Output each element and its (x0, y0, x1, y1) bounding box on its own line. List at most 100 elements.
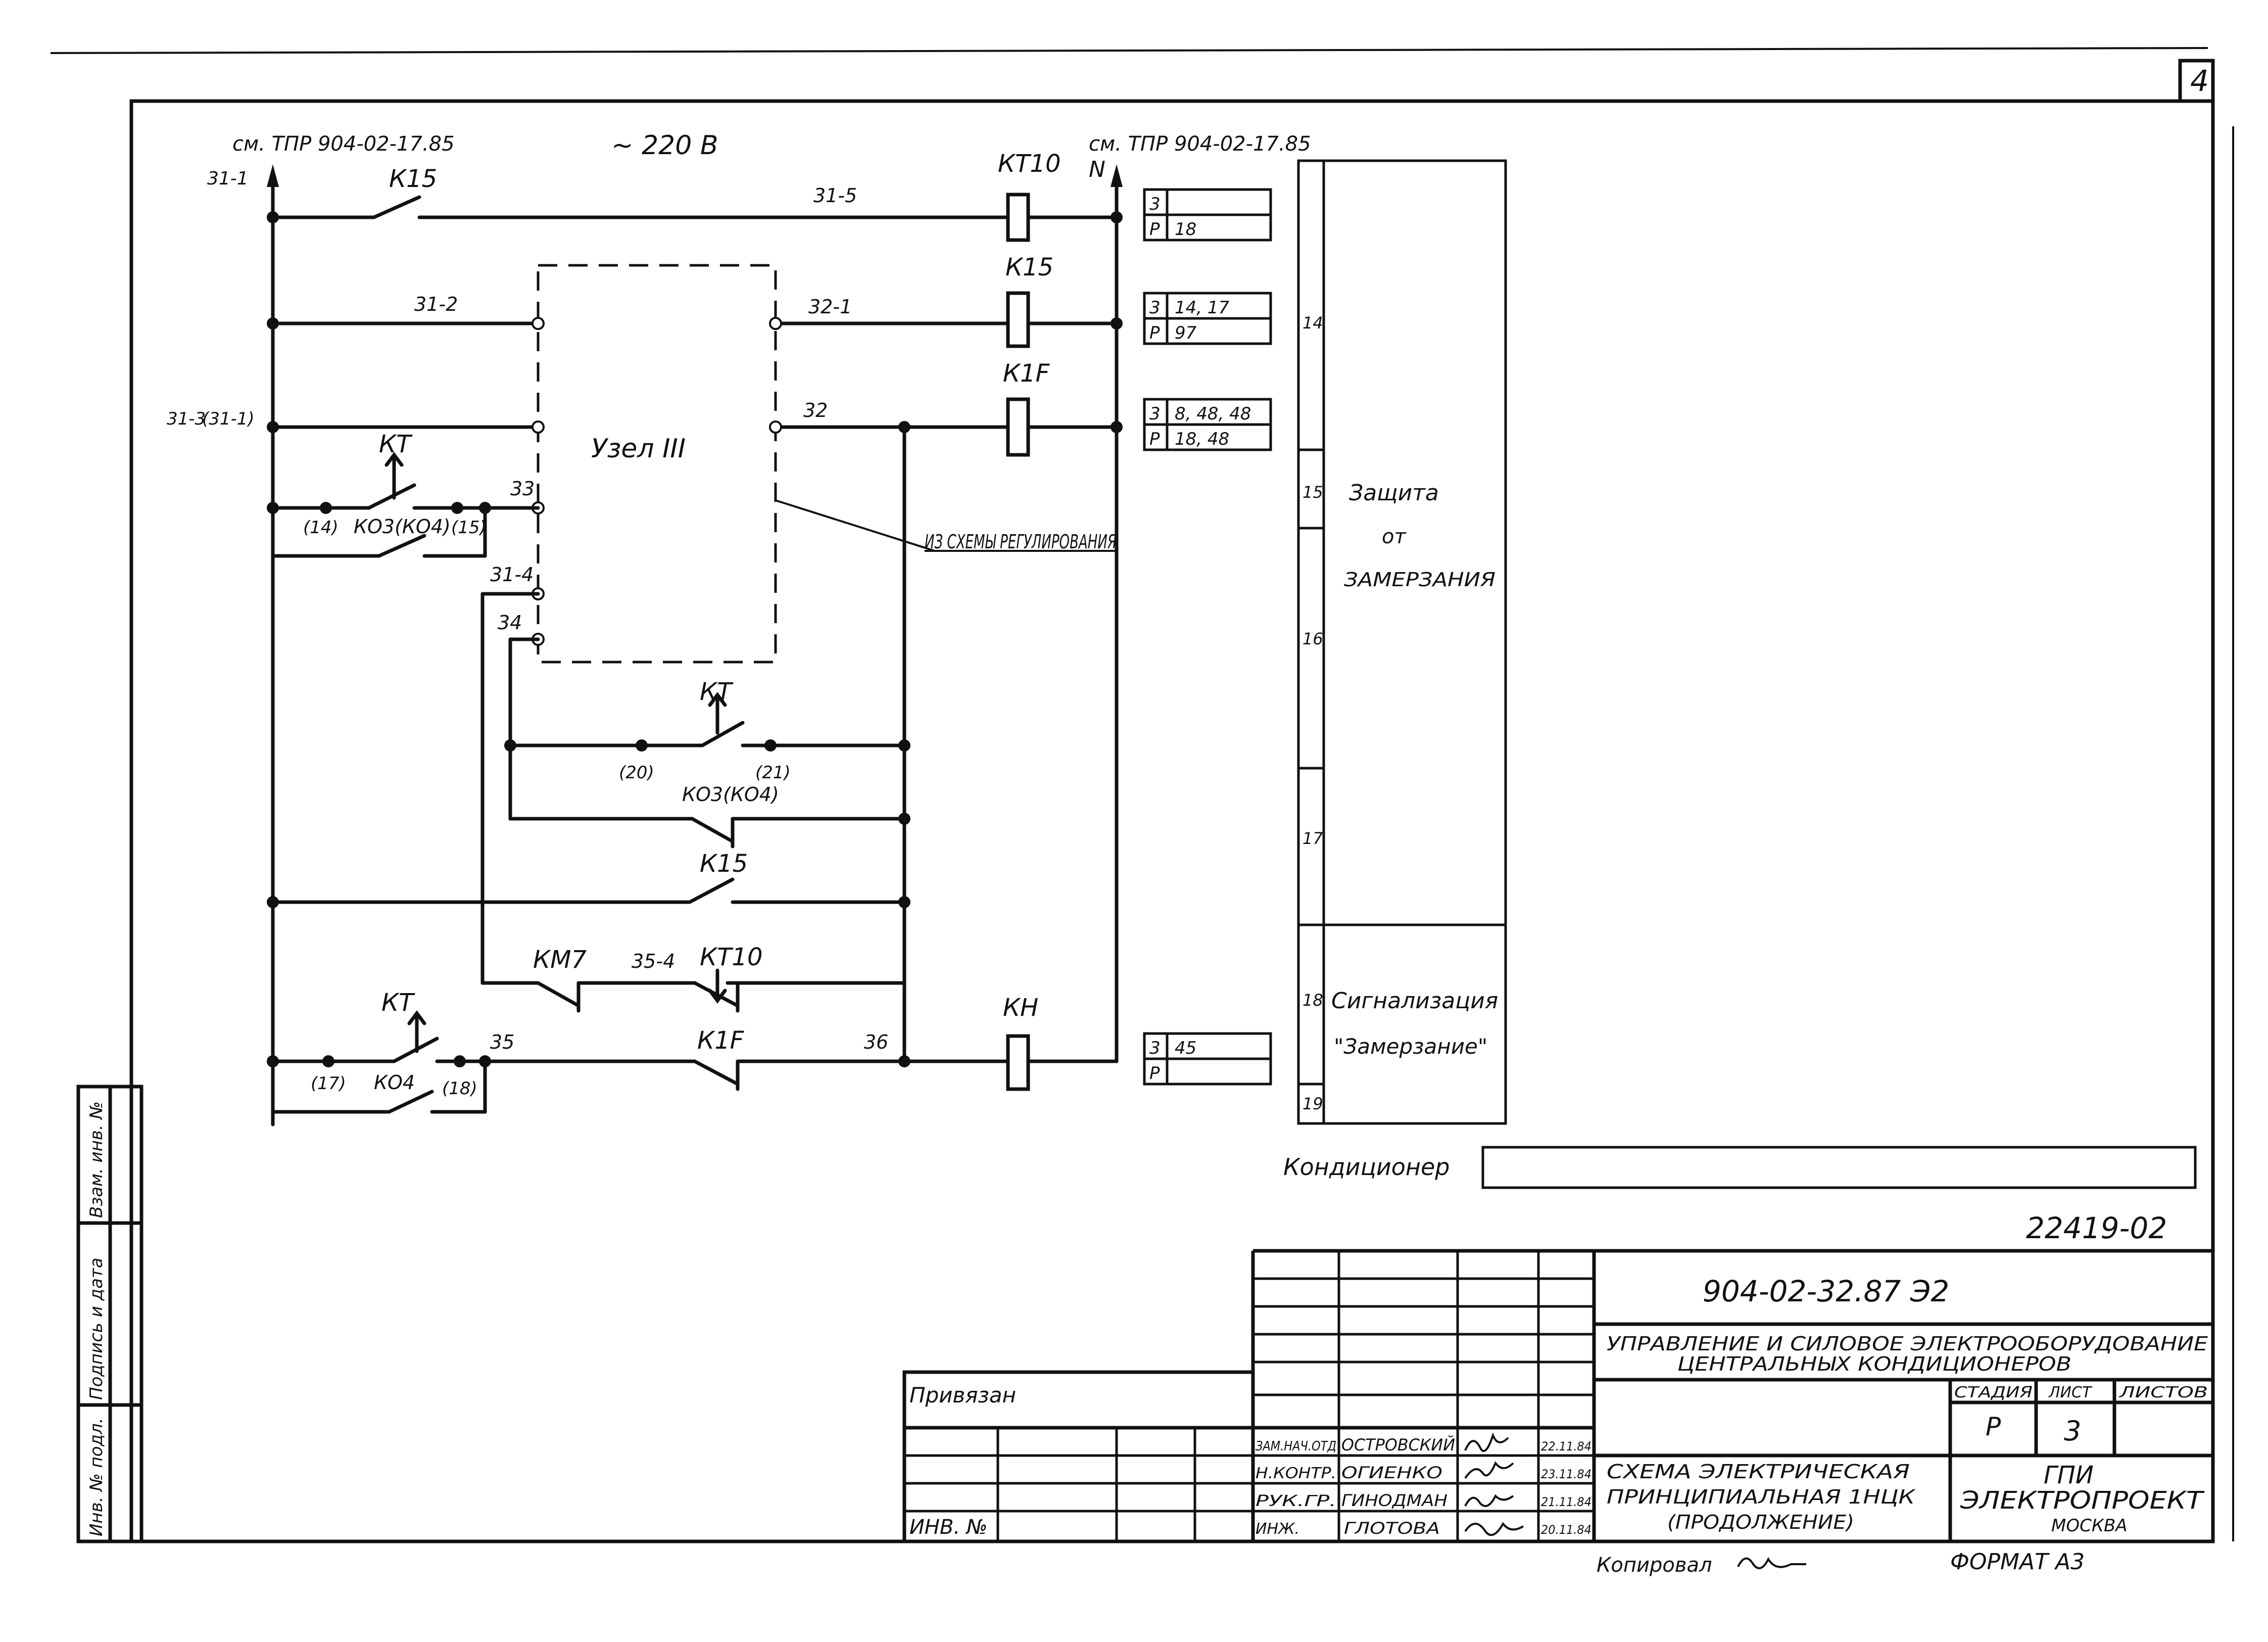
signal-1: Сигнализация (1331, 988, 1498, 1014)
kt-2-label: КТ (700, 678, 734, 706)
inventory-number: 22419-02 (2026, 1211, 2167, 1245)
podpis-label: Подпись и дата (86, 1257, 107, 1400)
wire-32-1: 32-1 (808, 296, 852, 318)
ref-3-z: 3 (1149, 404, 1161, 424)
sheets-header: Листов (2119, 1384, 2208, 1401)
k15-top-label: К15 (389, 165, 437, 193)
row-num-15: 15 (1302, 483, 1323, 502)
signature-scribble-2 (1464, 1461, 1514, 1479)
ref-2-z: 3 (1149, 298, 1161, 318)
doc-code: 904-02-32.87 Э2 (1703, 1274, 1949, 1308)
sheet-number: 4 (2190, 64, 2209, 98)
circuit-34 (504, 637, 910, 849)
node-terminals (532, 317, 782, 646)
kt-1-label: КТ (379, 430, 413, 458)
node-15: (15) (451, 518, 487, 538)
row-num-16: 16 (1302, 629, 1323, 648)
sheet-title-2: принципиальная 1НЦК (1607, 1486, 1916, 1508)
ref-4-z-val: 45 (1175, 1038, 1196, 1058)
wire-35: 35 (490, 1031, 514, 1053)
phase-label: 31-1 (207, 168, 249, 189)
zashchita-1: Защита (1349, 480, 1439, 506)
wire-31-5: 31-5 (813, 184, 857, 207)
neutral-label: N (1089, 157, 1105, 182)
sig-role-3: Рук.гр. (1256, 1492, 1336, 1510)
circuit-row-kh (267, 1010, 1119, 1114)
ref-3-z-val: 8, 48, 48 (1175, 404, 1251, 424)
node-iii-label: Узел III (591, 434, 686, 464)
wire-35-4: 35-4 (632, 950, 675, 972)
ref-table-4: 3 45 Р (1143, 1032, 1272, 1086)
signal-2: "Замерзание" (1334, 1034, 1487, 1059)
stage-header: Стадия (1954, 1384, 2033, 1401)
left-strip: Инв. № подл. Подпись и дата Взам. инв. № (76, 1085, 143, 1543)
stage-value: Р (1986, 1412, 2001, 1441)
ref-left: см. ТПР 904-02-17.85 (232, 132, 455, 156)
circuit-row-33 (267, 452, 540, 558)
sig-name-1: Островский (1341, 1435, 1455, 1455)
kh-coil-label: КН (1003, 994, 1038, 1022)
ref-right: см. ТПР 904-02-17.85 (1089, 132, 1311, 156)
ko3-2-label: КО3(КО4) (682, 783, 779, 806)
title-block (902, 1249, 2213, 1543)
sig-role-4: Инж. (1256, 1520, 1299, 1538)
sig-date-1: 22.11.84 (1541, 1439, 1591, 1453)
node-17: (17) (311, 1073, 346, 1094)
sig-name-4: Глотова (1344, 1519, 1440, 1538)
circuit-row-k15 (267, 317, 1123, 330)
wire-31-4: 31-4 (490, 564, 534, 586)
sheet-value: 3 (2064, 1415, 2081, 1447)
sig-date-3: 21.11.84 (1541, 1495, 1591, 1509)
wire-33: 33 (510, 478, 535, 500)
k15-coil (1006, 291, 1030, 348)
org-1: ГПИ (2044, 1461, 2094, 1489)
ref-table-2: 3 14, 17 Р 97 (1143, 292, 1272, 345)
drawing-frame (50, 47, 2234, 1543)
node-14: (14) (303, 518, 339, 538)
privyazan-label: Привязан (909, 1383, 1016, 1408)
sig-date-2: 23.11.84 (1541, 1467, 1591, 1481)
k1f-coil-label: К1F (1003, 359, 1050, 388)
ref-3-p: Р (1149, 429, 1160, 449)
ref-4-p: Р (1149, 1063, 1160, 1084)
circuit-row-k1f (267, 421, 1123, 993)
sig-name-3: Гинодман (1341, 1491, 1447, 1510)
conditioner-label: Кондиционер (1283, 1153, 1450, 1181)
ref-2-p-val: 97 (1175, 323, 1197, 343)
kt10-contact-label: КТ10 (700, 943, 762, 971)
k1f-coil (1006, 397, 1030, 457)
ko4-label: КО4 (374, 1071, 415, 1094)
phase-bus (267, 164, 279, 1127)
org-3: Москва (2051, 1516, 2128, 1536)
format-label: Формат А3 (1950, 1549, 2085, 1575)
kh-coil (1006, 1034, 1030, 1091)
signature-scribble-4 (1464, 1522, 1524, 1536)
k15-coil-label: К15 (1005, 253, 1053, 282)
ko3-1-label: КО3(КО4) (354, 515, 451, 538)
node-21: (21) (755, 763, 791, 783)
function-column: 14 15 16 17 18 19 Защита от замерзания С… (1297, 159, 1507, 1125)
sig-date-4: 20.11.84 (1541, 1523, 1591, 1537)
circuit-row-kt10 (267, 195, 1123, 223)
circuit-k15-contact (267, 877, 910, 908)
inv-podl-label: Инв. № подл. (86, 1418, 107, 1536)
signature-rows: Зам.нач.отд Островский 22.11.84 Н.контр.… (1256, 1432, 1591, 1538)
inv-no-label: Инв. № (909, 1516, 987, 1539)
node-18: (18) (442, 1078, 477, 1099)
wire-36: 36 (864, 1031, 888, 1053)
kt10-coil-label: КТ10 (998, 150, 1060, 178)
signature-scribble-1 (1464, 1432, 1509, 1452)
wire-31-1b: (31-1) (202, 409, 255, 429)
neutral-bus (1111, 164, 1123, 1063)
ref-1-p: Р (1149, 219, 1160, 240)
k15-mid-label: К15 (700, 850, 748, 878)
sheet-title-1: Схема электрическая (1607, 1461, 1910, 1483)
kt-3-label: КТ (381, 989, 415, 1017)
ref-table-3: 3 8, 48, 48 Р 18, 48 (1143, 398, 1272, 451)
ref-2-z-val: 14, 17 (1175, 298, 1230, 318)
sig-name-2: Огиенко (1341, 1463, 1442, 1482)
copied-scribble (1737, 1557, 1806, 1569)
wire-31-3: 31-3 (167, 409, 206, 429)
project-title-1: Управление и силовое электрооборудование (1607, 1333, 2208, 1355)
